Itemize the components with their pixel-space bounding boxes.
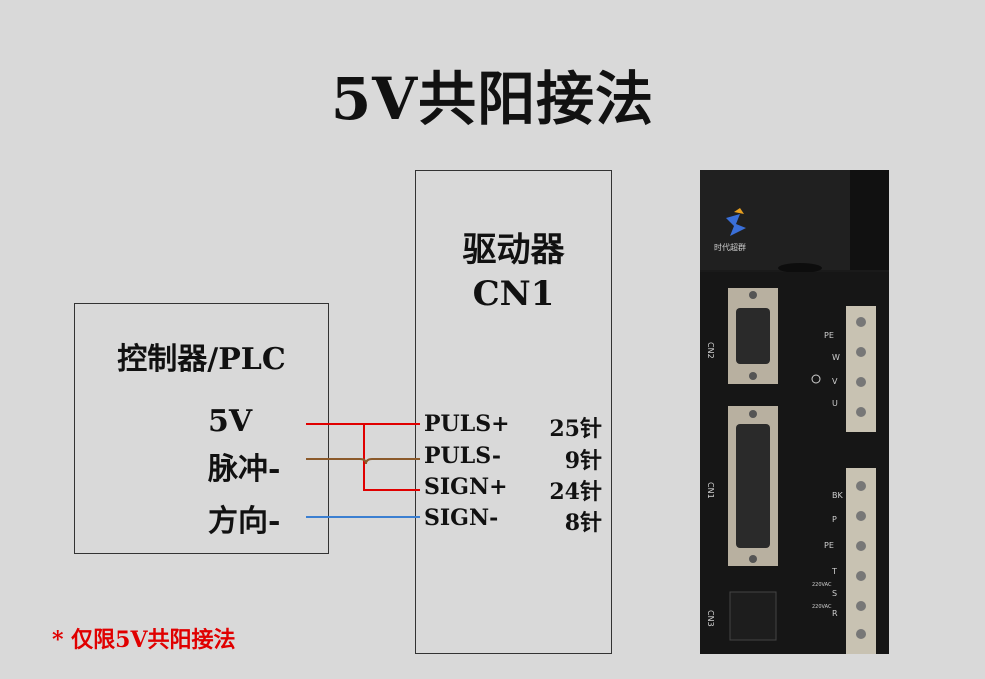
svg-text:S: S [832, 589, 837, 598]
plc-signal-pulse: 脉冲- [208, 452, 281, 487]
port-label-cn1: CN1 [706, 482, 715, 499]
driver-photo-drawing: 时代超群 CN2 CN1 CN3 PE W V U BK P PE T S [700, 170, 889, 654]
svg-text:V: V [832, 377, 838, 386]
plc-title: 控制器/PLC [117, 342, 286, 377]
power-terminal [846, 468, 876, 654]
pin-puls-minus: PULS- [424, 443, 502, 469]
servo-driver-photo: 时代超群 CN2 CN1 CN3 PE W V U BK P PE T S [700, 170, 889, 654]
svg-text:BK: BK [832, 491, 843, 500]
driver-box [415, 170, 612, 654]
plc-signal-5v: 5V [208, 404, 253, 439]
brand-logo: 时代超群 [714, 208, 746, 252]
pin-sign-minus-number: 8针 [564, 510, 602, 536]
pin-sign-plus-number: 24针 [549, 479, 602, 505]
red-wire [306, 423, 420, 491]
brown-wire [306, 458, 420, 465]
driver-title: 驱动器 CN1 [415, 228, 612, 316]
svg-text:U: U [832, 399, 838, 408]
note-text: * 仅限5V共阳接法 [52, 627, 236, 653]
svg-text:220VAC: 220VAC [812, 582, 832, 588]
svg-text:220VAC: 220VAC [812, 604, 832, 610]
svg-text:PE: PE [824, 541, 834, 550]
svg-text:T: T [831, 567, 837, 576]
svg-text:PE: PE [824, 331, 834, 340]
cn3-connector [729, 591, 777, 641]
svg-text:R: R [832, 609, 838, 618]
port-label-cn2: CN2 [706, 342, 715, 359]
port-label-cn3: CN3 [706, 610, 715, 627]
diagram-title: 5V共阳接法 [330, 65, 655, 133]
pin-sign-minus: SIGN- [424, 505, 499, 531]
svg-text:W: W [832, 353, 840, 362]
plc-box [74, 303, 329, 554]
driver-title-line1: 驱动器 [462, 230, 565, 270]
plc-signal-direction: 方向- [208, 504, 281, 539]
svg-text:P: P [832, 515, 837, 524]
pin-puls-plus-number: 25针 [549, 416, 602, 442]
pin-sign-plus: SIGN+ [424, 474, 508, 500]
driver-title-line2: CN1 [472, 274, 555, 314]
logo-text: 时代超群 [714, 242, 746, 252]
pin-puls-plus: PULS+ [424, 411, 510, 437]
pin-puls-minus-number: 9针 [564, 448, 602, 474]
